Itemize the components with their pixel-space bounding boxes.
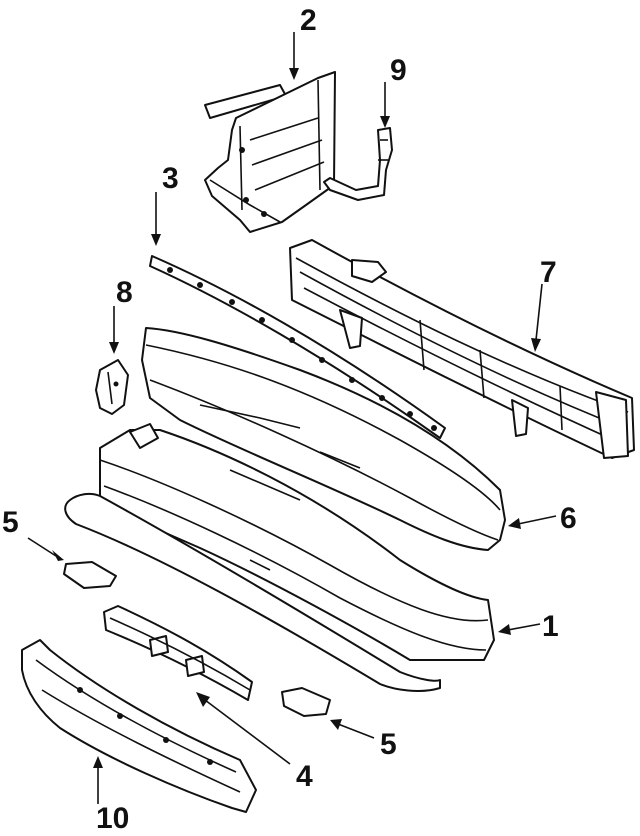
part-1-bumper-face [99,423,495,661]
part-4-grille-support [103,605,253,701]
callout-7: 7 [540,256,557,289]
callout-1: 1 [542,610,559,643]
part-7-reinforcement [289,239,635,459]
part-3-molding-strip [149,255,446,439]
callout-5-right: 5 [380,728,397,761]
callout-6: 6 [560,502,577,535]
lower-molding-strip [64,492,441,692]
part-2-fender-filler [204,71,336,233]
callout-4: 4 [296,760,313,793]
part-5-pad-left [63,561,117,589]
part-10-lower-spoiler [21,639,257,813]
callout-9: 9 [390,54,407,87]
part-8-side-bracket [95,359,129,415]
part-5-pad-right [281,687,331,717]
leader-lines [27,32,557,804]
callout-5-left: 5 [2,506,19,539]
callout-10: 10 [96,802,129,835]
part-6-bumper-cover [141,327,506,551]
part-9-bracket [323,127,393,201]
callout-8: 8 [116,276,133,309]
callout-2: 2 [300,4,317,37]
callout-3: 3 [162,162,179,195]
